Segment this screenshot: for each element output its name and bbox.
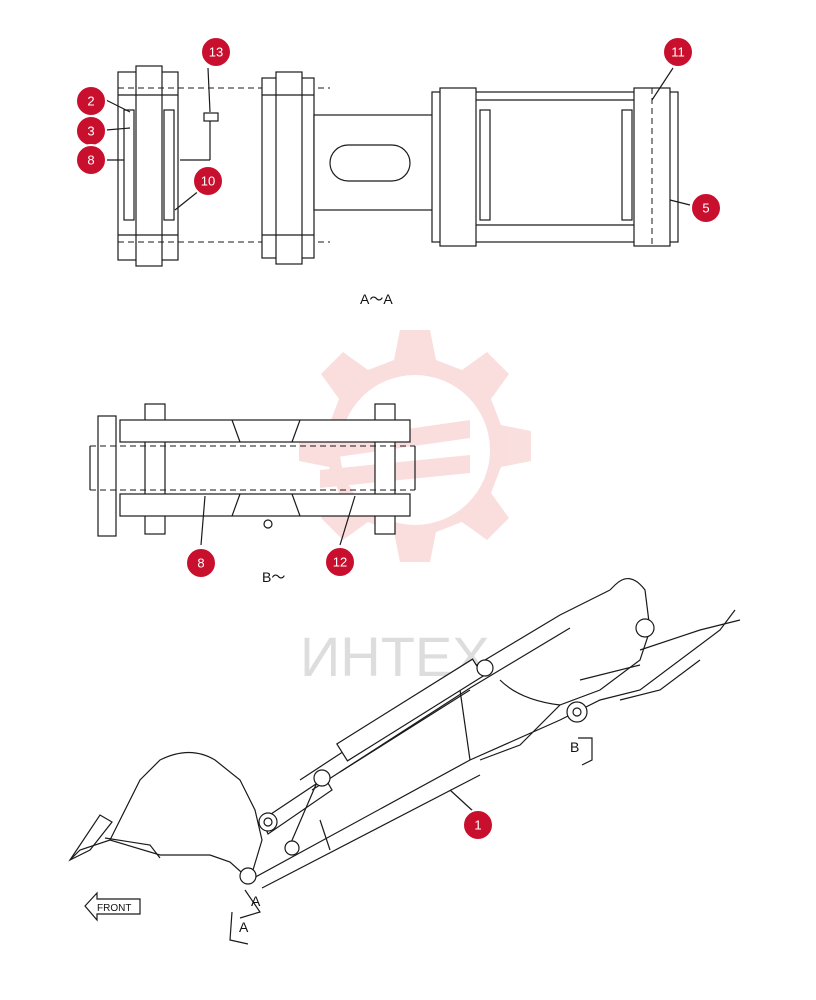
callout-13-label: 13 (209, 45, 223, 60)
front-label: FRONT (97, 903, 131, 914)
callout-1: 1 (462, 809, 494, 841)
callout-10-label: 10 (201, 174, 215, 189)
callout-8-bottom: 8 (185, 547, 217, 579)
callout-3: 3 (75, 115, 107, 147)
section-aa-view (117, 65, 679, 267)
callout-8-top-label: 8 (87, 153, 94, 168)
callout-1-label: 1 (474, 818, 481, 833)
leader-lines (105, 67, 691, 813)
section-aa-label: A～A (360, 291, 393, 307)
callout-2: 2 (75, 85, 107, 117)
callout-10: 10 (192, 165, 224, 197)
callout-12: 12 (324, 546, 356, 578)
arm-drawing (68, 578, 741, 945)
callout-5-label: 5 (702, 201, 709, 216)
callout-8-bottom-label: 8 (197, 556, 204, 571)
section-b-label: B～ (262, 569, 285, 585)
callout-11-label: 11 (671, 45, 685, 60)
callout-5: 5 (690, 192, 722, 224)
section-b-view (89, 403, 416, 537)
callout-3-label: 3 (87, 124, 94, 139)
cut-a-lower-label: A (239, 919, 249, 935)
callout-12-label: 12 (333, 555, 347, 570)
cut-a-upper-label: A (251, 893, 261, 909)
callout-8-top: 8 (75, 144, 107, 176)
callout-13: 13 (200, 36, 232, 68)
cut-b-label: B (570, 739, 579, 755)
callout-2-label: 2 (87, 94, 94, 109)
callout-11: 11 (662, 36, 694, 68)
